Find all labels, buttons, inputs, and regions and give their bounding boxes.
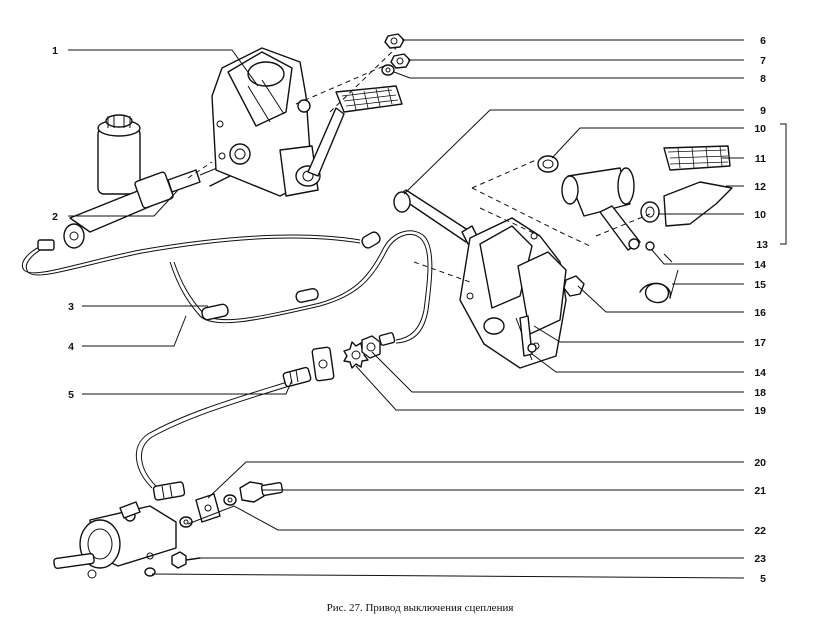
pedal-tube bbox=[561, 167, 635, 217]
washer-8 bbox=[381, 64, 395, 76]
callout-labels: 1 2 3 4 5 6 7 8 9 10 11 12 10 13 14 15 1… bbox=[52, 35, 768, 585]
callout-14-upper: 14 bbox=[754, 259, 766, 271]
master-cylinder-body bbox=[63, 165, 223, 249]
hose-fitting-top bbox=[282, 366, 312, 388]
spring-15 bbox=[639, 253, 679, 304]
callout-20: 20 bbox=[754, 457, 766, 469]
nut-14-lower bbox=[527, 343, 537, 353]
bolt-21 bbox=[239, 481, 284, 503]
upper-pedal bbox=[307, 85, 403, 177]
pedal-12 bbox=[663, 181, 733, 227]
callout-12: 12 bbox=[754, 181, 766, 193]
callout-23: 23 bbox=[754, 553, 766, 565]
figure-caption: Рис. 27. Привод выключения сцепления bbox=[326, 602, 514, 614]
callout-17: 17 bbox=[754, 337, 766, 349]
nut-6 bbox=[384, 33, 405, 49]
assembly-dashes bbox=[187, 47, 651, 283]
callout-21: 21 bbox=[754, 485, 766, 497]
bracket-plate bbox=[311, 346, 335, 382]
callout-18: 18 bbox=[754, 387, 766, 399]
lower-pedal-bracket bbox=[459, 217, 567, 369]
callout-2: 2 bbox=[52, 211, 58, 223]
pipeline-mid bbox=[169, 230, 433, 344]
sleeve-3-b bbox=[295, 288, 319, 303]
callout-10-top: 10 bbox=[754, 123, 766, 135]
tee-block-20 bbox=[195, 493, 221, 523]
callout-16: 16 bbox=[754, 307, 766, 319]
bolt-23 bbox=[171, 551, 201, 569]
callout-5-lower: 5 bbox=[760, 573, 766, 585]
callout-8: 8 bbox=[760, 73, 766, 85]
nut-14-upper bbox=[645, 241, 655, 251]
callout-14-lower: 14 bbox=[754, 367, 766, 379]
callout-13: 13 bbox=[756, 239, 768, 251]
leader-lines bbox=[68, 39, 787, 579]
lower-nut-16 bbox=[563, 275, 585, 297]
pedal-bracket bbox=[211, 47, 321, 197]
pipeline-upper bbox=[22, 234, 361, 276]
bushing-10-top bbox=[537, 155, 559, 173]
bushing-10-lower bbox=[640, 201, 660, 223]
pedal-pad-11 bbox=[663, 145, 731, 171]
callout-10-lower: 10 bbox=[754, 209, 766, 221]
sleeve-3-a bbox=[201, 303, 229, 321]
callout-7: 7 bbox=[760, 55, 766, 67]
callout-1: 1 bbox=[52, 45, 58, 57]
callout-3: 3 bbox=[68, 301, 74, 313]
master-cylinder-reservoir bbox=[97, 114, 141, 195]
pin-small bbox=[209, 175, 231, 187]
exploded-parts-drawing: 1 2 3 4 5 6 7 8 9 10 11 12 10 13 14 15 1… bbox=[22, 33, 787, 585]
callout-9: 9 bbox=[760, 105, 766, 117]
callout-4: 4 bbox=[68, 341, 74, 353]
washer-5-lower bbox=[144, 567, 156, 577]
callout-5: 5 bbox=[68, 389, 74, 401]
washer-22-a bbox=[179, 516, 193, 528]
sleeve-3-c bbox=[361, 231, 381, 249]
washer-22-b bbox=[223, 494, 237, 506]
callout-19: 19 bbox=[754, 405, 766, 417]
callout-11: 11 bbox=[755, 153, 766, 165]
hose-fitting-lower bbox=[152, 481, 186, 501]
pedal-arm bbox=[599, 205, 641, 251]
nut-18 bbox=[361, 332, 396, 359]
fitting-upper bbox=[37, 239, 55, 251]
nut-7 bbox=[390, 53, 411, 69]
callout-15: 15 bbox=[754, 279, 766, 291]
callout-22: 22 bbox=[754, 525, 766, 537]
pedal-shaft bbox=[393, 189, 479, 245]
slave-cylinder bbox=[53, 501, 177, 579]
callout-6: 6 bbox=[760, 35, 766, 47]
